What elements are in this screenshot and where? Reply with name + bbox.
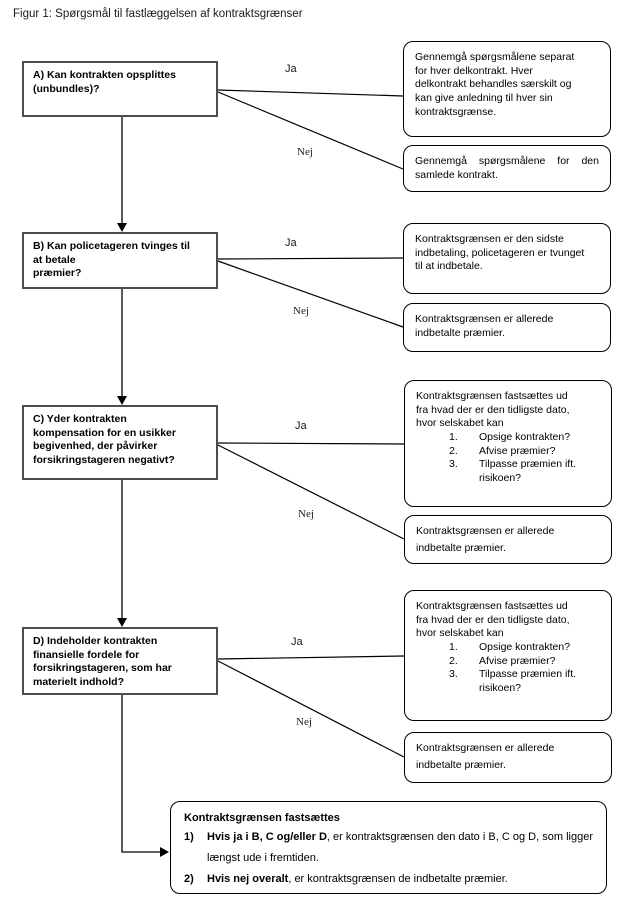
outcome-c-ja-intro: Kontraktsgrænsen fastsættes ud fra hvad …: [416, 390, 570, 430]
branch-c-ja: [217, 442, 405, 445]
question-box-b: B) Kan policetageren tvinges til at beta…: [22, 232, 218, 289]
outcome-c-ja-item: 3. Tilpasse præmien ift. risikoen?: [449, 458, 600, 485]
list-number: 1.: [449, 640, 458, 653]
list-text: Tilpasse præmien ift. risikoen?: [479, 458, 577, 484]
outcome-box-b-ja: Kontraktsgrænsen er den sidste indbetali…: [403, 223, 611, 294]
figure-title: Figur 1: Spørgsmål til fastlæggelsen af …: [13, 8, 303, 20]
conclusion-item-text: Hvis nej overalt, er kontraktsgrænsen de…: [207, 872, 508, 885]
list-text: Afvise præmier?: [479, 444, 556, 457]
branch-c-nej: [217, 444, 405, 540]
outcome-box-a-nej: Gennemgå spørgsmålene for den samlede ko…: [403, 145, 611, 192]
conclusion-box: Kontraktsgrænsen fastsættes 1) Hvis ja i…: [170, 801, 607, 894]
branch-b-ja: [217, 257, 404, 260]
list-number: 1): [184, 830, 194, 843]
list-text: Afvise præmier?: [479, 654, 556, 667]
list-text: Opsige kontrakten?: [479, 430, 571, 443]
outcome-c-ja-item: 1. Opsige kontrakten?: [449, 431, 600, 445]
nej-label-c: Nej: [298, 508, 314, 520]
ja-label-c: Ja: [295, 420, 307, 432]
branch-a-ja: [217, 89, 404, 97]
arrow-a-to-b: [117, 117, 127, 232]
outcome-c-ja-item: 2. Afvise præmier?: [449, 445, 600, 459]
nej-label-a: Nej: [297, 146, 313, 158]
outcome-box-c-ja: Kontraktsgrænsen fastsættes ud fra hvad …: [404, 380, 612, 507]
ja-label-b: Ja: [285, 237, 297, 249]
list-number: 2.: [449, 654, 458, 667]
outcome-box-b-nej: Kontraktsgrænsen er allerede indbetalte …: [403, 303, 611, 352]
outcome-d-ja-item: 2. Afvise præmier?: [449, 655, 600, 669]
nej-label-b: Nej: [293, 305, 309, 317]
question-box-a: A) Kan kontrakten opsplittes (unbundles)…: [22, 61, 218, 117]
branch-b-nej: [217, 260, 404, 328]
branch-d-ja: [217, 655, 405, 660]
question-box-c: C) Yder kontrakten kompensation for en u…: [22, 405, 218, 480]
conclusion-item-text: Hvis ja i B, C og/eller D, er kontraktsg…: [207, 830, 593, 864]
list-number: 2): [184, 872, 194, 885]
branch-d-nej: [217, 660, 405, 758]
arrow-b-to-c: [117, 289, 127, 405]
list-number: 1.: [449, 430, 458, 443]
list-number: 3.: [449, 668, 458, 681]
outcome-box-a-ja: Gennemgå spørgsmålene separat for hver d…: [403, 41, 611, 137]
outcome-box-d-nej: Kontraktsgrænsen er allerede indbetalte …: [404, 732, 612, 783]
ja-label-d: Ja: [291, 636, 303, 648]
list-number: 2.: [449, 444, 458, 457]
arrow-d-to-conclusion: [121, 695, 169, 857]
nej-label-d: Nej: [296, 716, 312, 728]
outcome-d-ja-item: 3. Tilpasse præmien ift. risikoen?: [449, 668, 600, 695]
conclusion-item: 1) Hvis ja i B, C og/eller D, er kontrak…: [184, 827, 593, 869]
question-box-d: D) Indeholder kontrakten finansielle for…: [22, 627, 218, 695]
conclusion-item: 2) Hvis nej overalt, er kontraktsgrænsen…: [184, 869, 593, 890]
list-text: Tilpasse præmien ift. risikoen?: [479, 668, 577, 694]
outcome-d-ja-intro: Kontraktsgrænsen fastsættes ud fra hvad …: [416, 600, 570, 640]
outcome-box-c-nej: Kontraktsgrænsen er allerede indbetalte …: [404, 515, 612, 564]
list-text: Opsige kontrakten?: [479, 640, 571, 653]
conclusion-title: Kontraktsgrænsen fastsættes: [184, 812, 340, 824]
ja-label-a: Ja: [285, 63, 297, 75]
outcome-d-ja-item: 1. Opsige kontrakten?: [449, 641, 600, 655]
outcome-box-d-ja: Kontraktsgrænsen fastsættes ud fra hvad …: [404, 590, 612, 721]
arrow-c-to-d: [117, 480, 127, 627]
list-number: 3.: [449, 458, 458, 471]
